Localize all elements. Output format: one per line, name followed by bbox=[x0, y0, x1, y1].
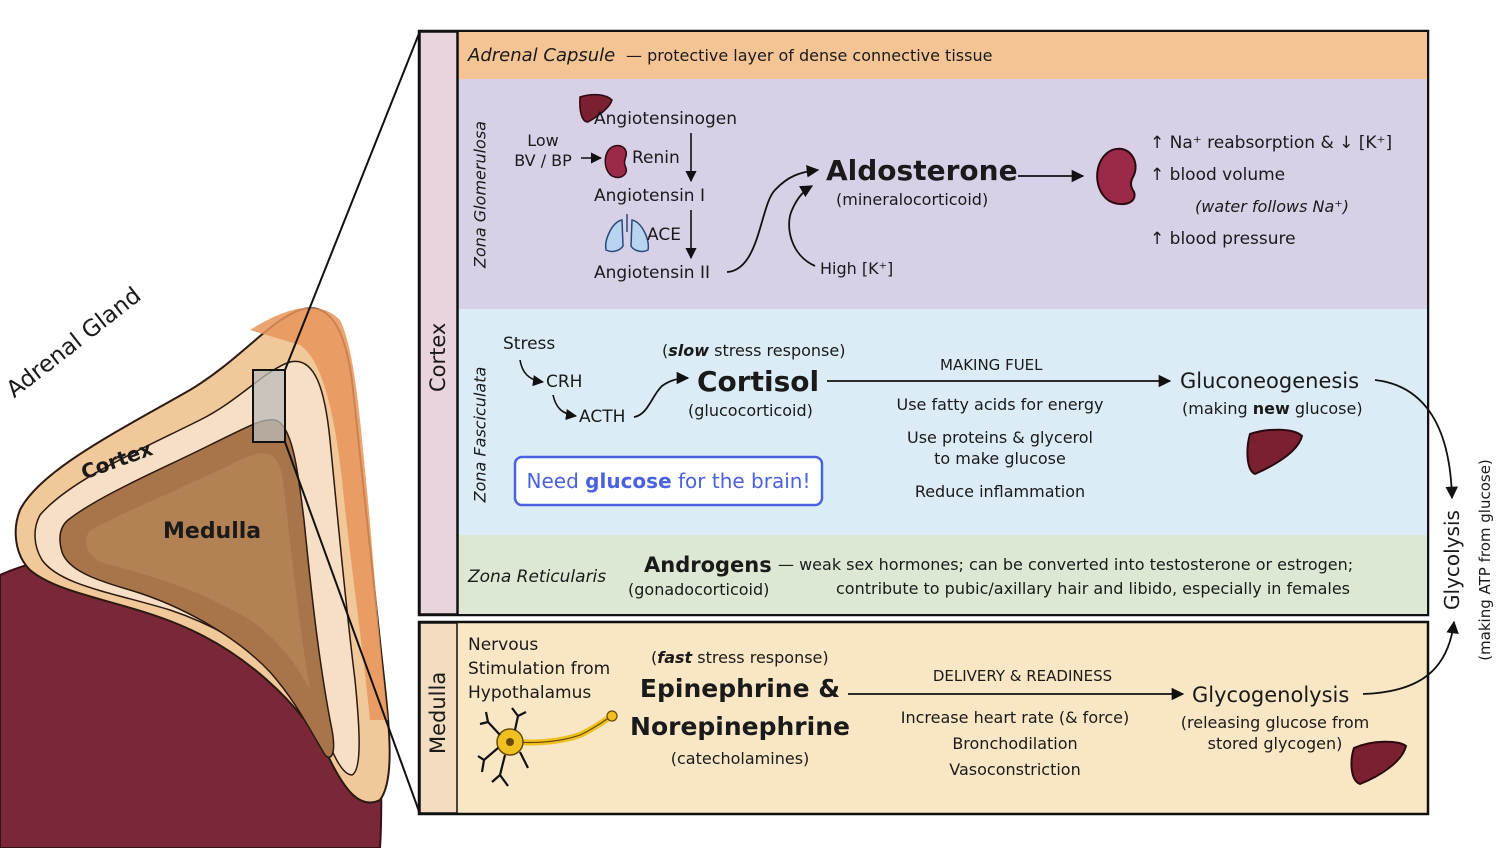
callout-bold: glucose bbox=[585, 469, 672, 493]
gland-medulla-label: Medulla bbox=[163, 519, 262, 544]
cortisol-response-post: stress response) bbox=[709, 341, 846, 360]
epinephrine-title-line2: Norepinephrine bbox=[630, 712, 850, 741]
cortisol-effect2-line2: to make glucose bbox=[934, 449, 1066, 468]
making-fuel-heading: MAKING FUEL bbox=[940, 356, 1043, 374]
androgens-desc-line2: contribute to pubic/axillary hair and li… bbox=[836, 579, 1350, 598]
cortisol-title: Cortisol bbox=[697, 365, 820, 398]
epinephrine-title-line1: Epinephrine & bbox=[639, 674, 841, 703]
glomerulosa-trigger-line2: BV / BP bbox=[514, 151, 572, 170]
reticularis-band bbox=[458, 535, 1427, 614]
medulla-effect3: Vasoconstriction bbox=[949, 760, 1081, 779]
medulla-trigger-line1: Nervous bbox=[468, 635, 539, 655]
angiotensin1-label: Angiotensin I bbox=[594, 186, 705, 206]
cortisol-response-bold: slow bbox=[668, 341, 710, 360]
medulla-sidebar bbox=[419, 622, 458, 814]
angiotensinogen-label: Angiotensinogen bbox=[594, 109, 737, 129]
cortex-section-label: Cortex bbox=[426, 322, 450, 392]
gland-capsule-orange bbox=[250, 307, 388, 720]
cortisol-response: (slow stress response) bbox=[662, 341, 846, 360]
medulla-response-bold: fast bbox=[657, 648, 693, 667]
glucose-callout-text: Need glucose for the brain! bbox=[515, 470, 822, 493]
liver-icon bbox=[1246, 428, 1304, 476]
aldosterone-title: Aldosterone bbox=[826, 154, 1018, 187]
medulla-trigger-line2: Stimulation from bbox=[468, 659, 611, 679]
neuron-icon bbox=[477, 707, 618, 787]
callout-post: for the brain! bbox=[671, 469, 811, 493]
medulla-trigger-line3: Hypothalamus bbox=[468, 683, 592, 703]
liver-icon bbox=[1350, 740, 1408, 786]
catecholamine-class: (catecholamines) bbox=[670, 749, 810, 768]
zoom-box bbox=[252, 369, 286, 443]
aldosterone-class: (mineralocorticoid) bbox=[836, 190, 989, 209]
cortisol-class: (glucocorticoid) bbox=[688, 401, 813, 420]
kidney-icon bbox=[604, 144, 628, 179]
crh-label: CRH bbox=[546, 372, 583, 392]
lungs-icon bbox=[604, 214, 650, 253]
capsule-description: — protective layer of dense connective t… bbox=[626, 46, 993, 65]
capsule-title: Adrenal Capsule bbox=[468, 45, 616, 66]
stress-label: Stress bbox=[503, 334, 556, 354]
cortisol-response-pre: ( bbox=[662, 341, 669, 360]
medulla-effect1: Increase heart rate (& force) bbox=[900, 708, 1130, 727]
aldosterone-effect3: (water follows Na⁺) bbox=[1195, 197, 1349, 216]
aldosterone-effect1: ↑ Na⁺ reabsorption & ↓ [K⁺] bbox=[1150, 133, 1393, 153]
medulla-response-post: stress response) bbox=[692, 648, 829, 667]
fasciculata-zone-label: Zona Fasciculata bbox=[470, 366, 490, 503]
delivery-heading: DELIVERY & READINESS bbox=[932, 667, 1113, 685]
ace-label: ACE bbox=[647, 225, 681, 245]
reticularis-zone-label: Zona Reticularis bbox=[468, 567, 607, 587]
glomerulosa-trigger-line1: Low bbox=[527, 131, 559, 150]
cortisol-effect1: Use fatty acids for energy bbox=[896, 395, 1104, 414]
medulla-effect2: Bronchodilation bbox=[952, 734, 1078, 753]
cortex-sidebar bbox=[419, 31, 458, 615]
catecholamine-response: (fast stress response) bbox=[651, 648, 829, 667]
medulla-response-pre: ( bbox=[651, 648, 658, 667]
glomerulosa-band bbox=[458, 79, 1427, 309]
renin-label: Renin bbox=[632, 148, 680, 168]
acth-label: ACTH bbox=[579, 407, 626, 427]
androgens-desc-line1: — weak sex hormones; can be converted in… bbox=[778, 555, 1354, 574]
glomerulosa-zone-label: Zona Glomerulosa bbox=[470, 121, 490, 268]
aldosterone-effect4: ↑ blood pressure bbox=[1150, 229, 1296, 249]
callout-pre: Need bbox=[526, 469, 586, 493]
capsule-band bbox=[458, 32, 1427, 79]
androgens-title: Androgens bbox=[644, 553, 772, 577]
glucose-callout-box bbox=[513, 455, 824, 507]
gluconeogenesis-sub-bold: new bbox=[1252, 399, 1290, 418]
glycogenolysis-sub-line1: (releasing glucose from bbox=[1180, 713, 1370, 732]
cortisol-effect2-line1: Use proteins & glycerol bbox=[906, 428, 1093, 447]
liver-icon bbox=[579, 93, 613, 123]
angiotensin2-label: Angiotensin II bbox=[594, 263, 711, 283]
high-k-label: High [K⁺] bbox=[820, 259, 894, 278]
cortisol-effect3: Reduce inflammation bbox=[914, 482, 1086, 501]
gluconeogenesis-sub-post: glucose) bbox=[1289, 399, 1363, 418]
aldosterone-effect2: ↑ blood volume bbox=[1150, 165, 1286, 185]
gluconeogenesis-subtitle: (making new glucose) bbox=[1182, 399, 1363, 418]
glycogenolysis-sub-line2: stored glycogen) bbox=[1207, 734, 1343, 753]
gluconeogenesis-title: Gluconeogenesis bbox=[1180, 369, 1360, 393]
androgens-class: (gonadocorticoid) bbox=[628, 580, 770, 599]
glycogenolysis-title: Glycogenolysis bbox=[1192, 683, 1350, 707]
gluconeogenesis-sub-pre: (making bbox=[1182, 399, 1253, 418]
medulla-section-label: Medulla bbox=[426, 671, 450, 754]
glycolysis-title: Glycolysis bbox=[1440, 510, 1464, 610]
kidney-icon bbox=[1096, 147, 1137, 206]
glycolysis-subtitle: (making ATP from glucose) bbox=[1476, 459, 1494, 661]
